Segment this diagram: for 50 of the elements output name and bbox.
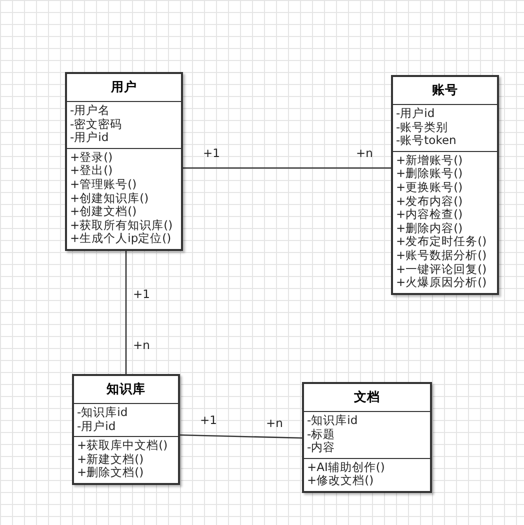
multiplicity-label: +n — [133, 338, 150, 352]
method-text: +修改文档() — [307, 474, 374, 488]
method-text: +AI辅助创作() — [307, 460, 385, 474]
class-name: 知识库 — [105, 380, 146, 398]
method-text: +删除账号() — [396, 167, 463, 181]
method-text: +新增账号() — [396, 154, 463, 168]
multiplicity-label: +n — [356, 146, 373, 160]
attribute-text: -知识库id — [77, 406, 128, 420]
attribute-text: -用户id — [396, 107, 435, 121]
class-box — [391, 75, 499, 295]
method-text: +一键评论回复() — [396, 262, 487, 276]
method-text: +管理账号() — [70, 178, 137, 192]
attribute-text: -用户id — [77, 420, 116, 434]
multiplicity-label: +1 — [203, 146, 220, 160]
association-line — [183, 167, 391, 169]
attribute-text: -账号类别 — [396, 120, 448, 134]
method-text: +获取所有知识库() — [70, 218, 173, 232]
method-text: +账号数据分析() — [396, 248, 487, 263]
method-text: +创建文档() — [70, 205, 137, 219]
method-text: +登出() — [70, 164, 113, 178]
method-text: +新建文档() — [77, 452, 144, 466]
attribute-text: -用户id — [70, 131, 109, 145]
method-text: +登录() — [70, 150, 113, 164]
method-text: +创建知识库() — [70, 192, 149, 206]
method-text: +生成个人ip定位() — [70, 232, 172, 246]
method-text: +删除内容() — [396, 222, 463, 236]
method-text: +更换账号() — [396, 180, 463, 195]
method-text: +删除文档() — [77, 466, 144, 480]
attribute-text: -账号token — [396, 134, 456, 148]
method-text: +内容检查() — [396, 208, 463, 222]
attribute-text: -密文密码 — [70, 118, 122, 131]
attribute-text: -内容 — [307, 441, 336, 455]
multiplicity-label: +1 — [133, 287, 150, 301]
attribute-text: -知识库id — [307, 414, 358, 428]
class-name: 用户 — [110, 78, 138, 96]
attribute-text: -用户名 — [70, 104, 110, 118]
class-box — [72, 374, 180, 485]
attribute-text: -标题 — [307, 428, 336, 441]
class-box — [302, 382, 432, 493]
method-text: +火爆原因分析() — [396, 276, 487, 290]
method-text: +发布定时任务() — [396, 235, 487, 249]
method-text: +发布内容() — [396, 194, 463, 208]
multiplicity-label: +n — [266, 416, 283, 430]
class-name: 账号 — [431, 81, 459, 99]
association-line — [125, 250, 127, 374]
class-box — [65, 72, 183, 251]
multiplicity-label: +1 — [200, 413, 217, 427]
class-name: 文档 — [353, 388, 381, 406]
association-line — [180, 434, 302, 439]
method-text: +获取库中文档() — [77, 439, 168, 453]
